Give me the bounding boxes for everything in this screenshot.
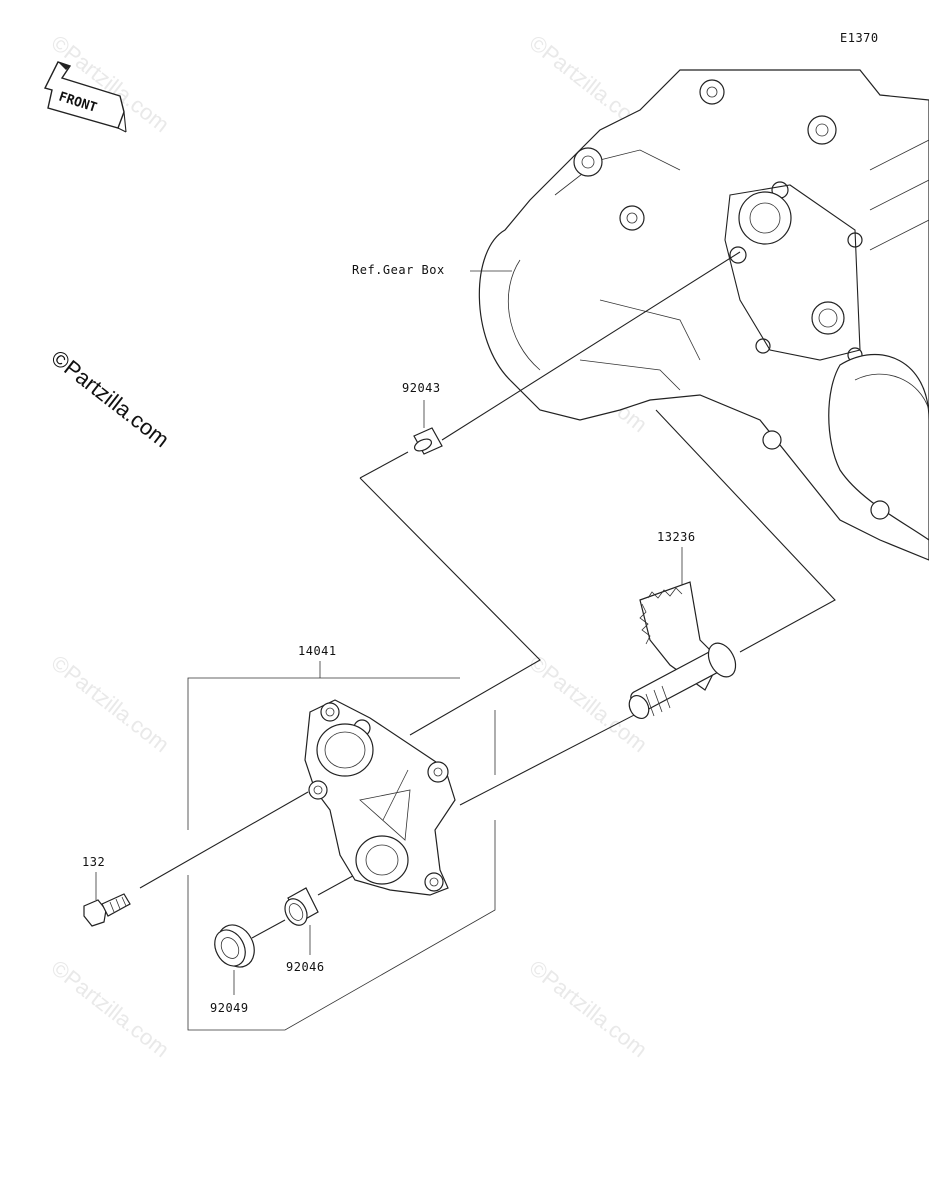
front-arrow-icon [43,61,127,133]
guide-line [359,477,541,736]
part-92046-needle-bearing [284,887,319,955]
part-13236-shift-shaft [628,547,737,720]
part-92043-dowel [359,251,741,479]
part-14041-cover [304,699,456,896]
part-132-bolt [83,872,131,927]
part-label-92043[interactable]: 92043 [402,381,441,395]
diagram-code: E1370 [840,31,879,45]
ref-gear-box-label: Ref.Gear Box [352,263,445,277]
group-bracket [187,661,496,1031]
part-label-92049[interactable]: 92049 [210,1001,249,1015]
part-label-13236[interactable]: 13236 [657,530,696,544]
part-label-92046[interactable]: 92046 [286,960,325,974]
part-92049-oil-seal [214,924,255,995]
guide-line [251,919,286,939]
guide-line [655,409,836,653]
guide-line [139,791,309,889]
gear-box-housing [478,69,929,561]
part-label-132[interactable]: 132 [82,855,106,869]
guide-line [459,711,641,806]
part-label-14041[interactable]: 14041 [298,644,337,658]
